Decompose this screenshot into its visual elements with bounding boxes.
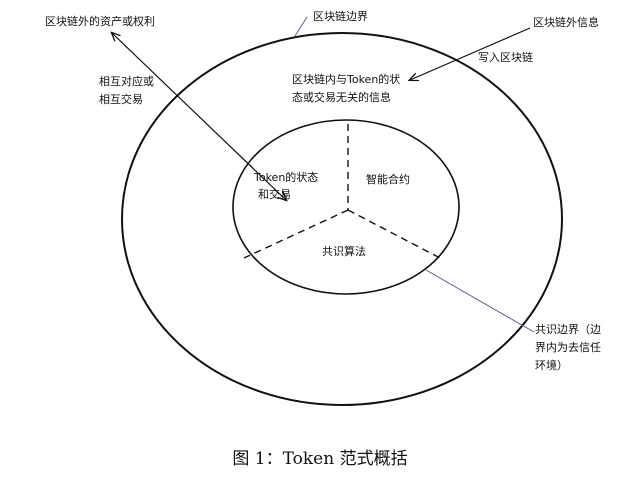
figure-caption: 图 1：Token 范式概括: [232, 449, 408, 469]
onchain-info-line1: 区块链内与Token的状: [292, 73, 401, 86]
token-state-line1: Token的状态: [254, 171, 319, 184]
mutual-label-line2: 相互交易: [99, 93, 143, 106]
divider-right: [347, 209, 441, 259]
token-state-line2: 和交易: [258, 188, 291, 201]
mutual-arrow: [112, 33, 286, 200]
chain-boundary-label: 区块链边界: [313, 10, 368, 23]
offchain-assets-label: 区块链外的资产或权利: [45, 15, 155, 28]
consensus-boundary-line1: 共识边界（边: [535, 323, 601, 336]
chain-boundary-pointer: [294, 16, 308, 37]
consensus-boundary-pointer: [425, 269, 535, 333]
smart-contract-label: 智能合约: [366, 173, 410, 186]
onchain-info-line2: 态或交易无关的信息: [292, 91, 391, 104]
consensus-algo-label: 共识算法: [322, 245, 366, 258]
mutual-label-line1: 相互对应或: [99, 75, 154, 88]
consensus-boundary-line2: 界内为去信任: [535, 341, 601, 354]
consensus-boundary-line3: 环境）: [535, 359, 568, 372]
blockchain-boundary-ellipse: [121, 32, 563, 406]
write-chain-label: 写入区块链: [478, 51, 533, 64]
consensus-boundary-ellipse: [232, 119, 460, 295]
offchain-info-label: 区块链外信息: [533, 16, 599, 29]
write-chain-arrow: [410, 27, 531, 80]
